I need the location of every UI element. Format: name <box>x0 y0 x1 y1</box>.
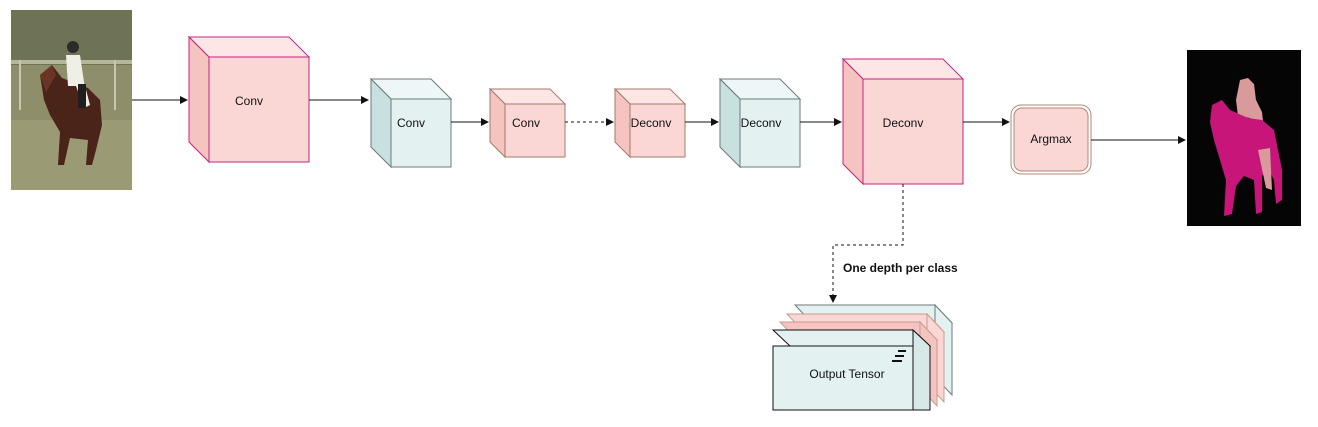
argmax-box: Argmax <box>1010 104 1092 175</box>
edge-label-per-class: One depth per class <box>843 261 958 275</box>
conv-label-3: Conv <box>512 116 540 130</box>
conv-block-1: Conv <box>187 35 311 164</box>
input-image <box>11 10 132 190</box>
output-tensor: Output Tensor <box>771 303 954 411</box>
segmentation-mask-image <box>1187 50 1301 226</box>
argmax-label: Argmax <box>1030 132 1071 146</box>
edge-deconv3-to-output-tensor <box>829 184 904 303</box>
conv-label-1: Conv <box>235 94 263 108</box>
deconv-block-2: Deconv <box>718 77 802 169</box>
conv-label-2: Conv <box>397 116 425 130</box>
edges <box>132 96 1186 303</box>
deconv-label-2: Deconv <box>741 116 782 130</box>
list-icon <box>892 350 906 362</box>
deconv-block-3: Deconv <box>841 57 965 186</box>
deconv-label-3: Deconv <box>883 116 924 130</box>
output-tensor-label: Output Tensor <box>809 367 884 381</box>
deconv-block-1: Deconv <box>613 87 687 159</box>
conv-block-3: Conv <box>488 87 567 159</box>
conv-block-2: Conv <box>369 77 453 169</box>
deconv-label-1: Deconv <box>631 116 672 130</box>
